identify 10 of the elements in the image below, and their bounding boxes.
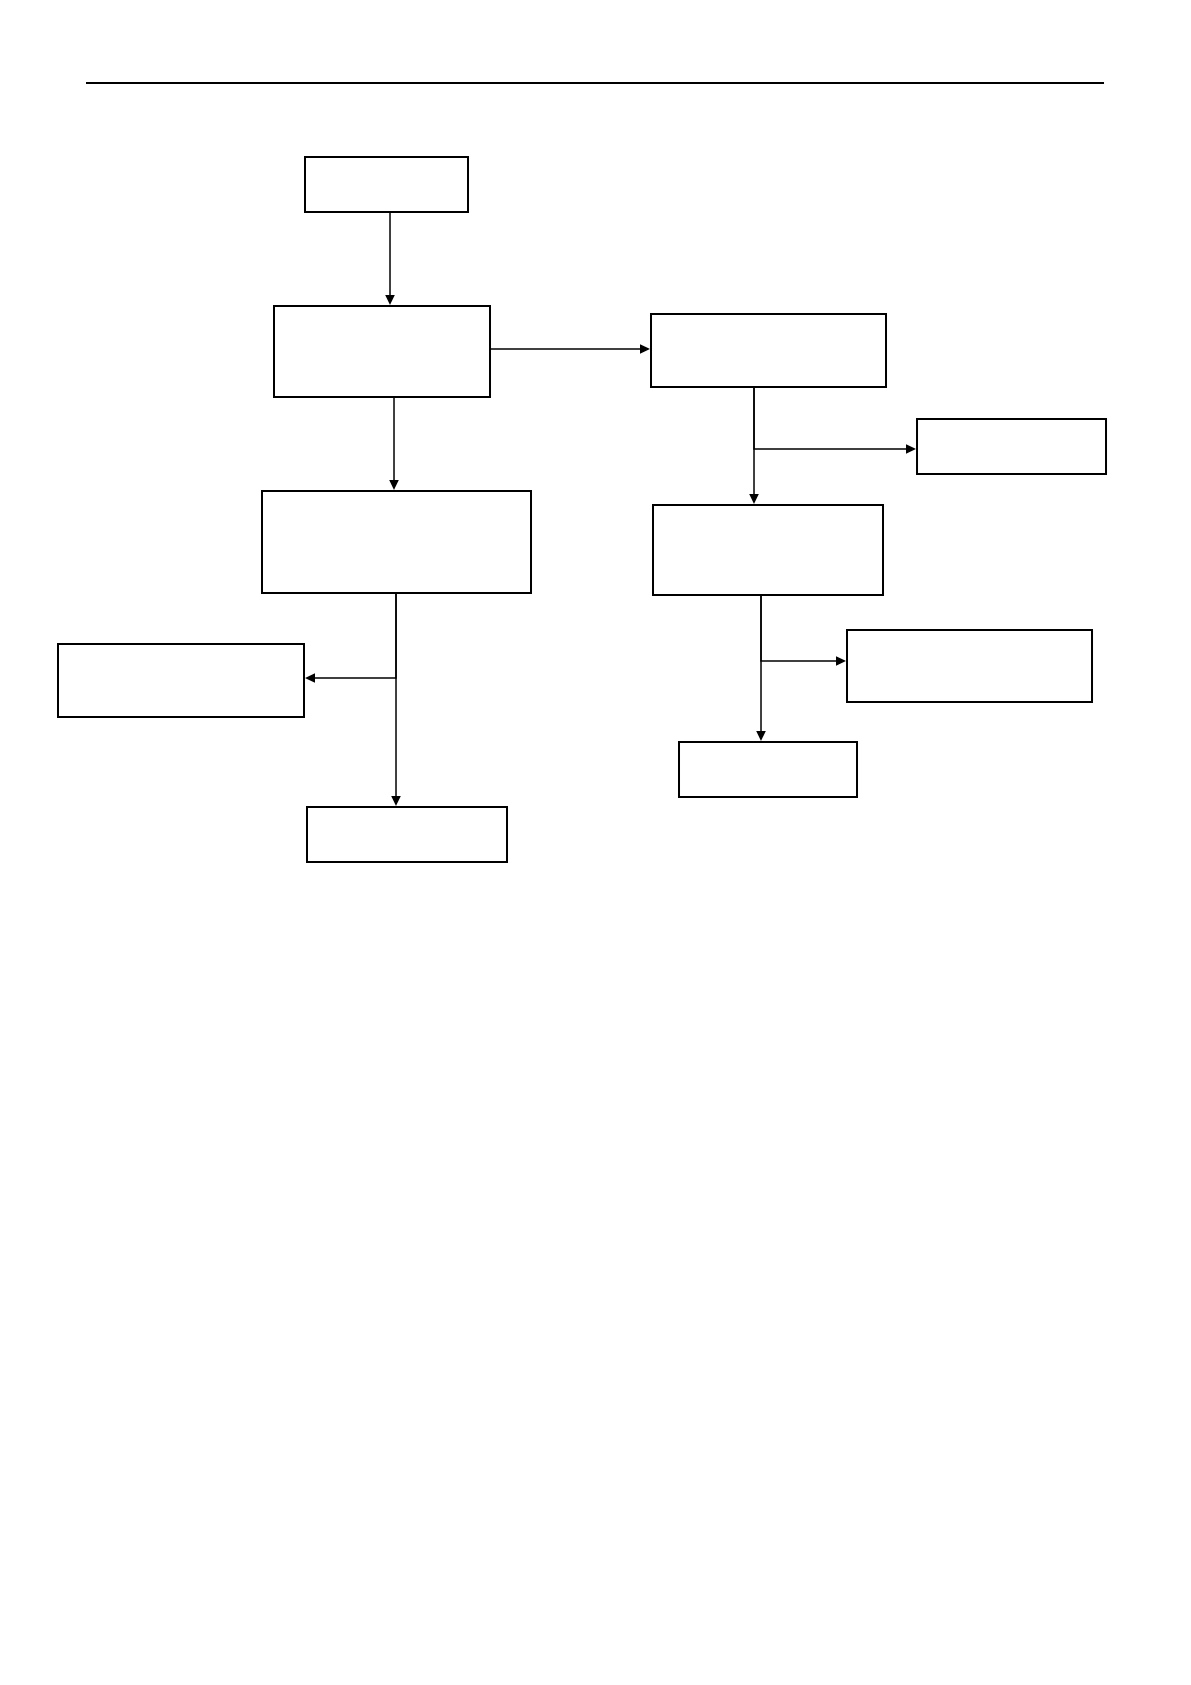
- box: [306, 806, 508, 863]
- box: [57, 643, 305, 718]
- box: [652, 504, 884, 596]
- box: [273, 305, 491, 398]
- box: [916, 418, 1107, 475]
- box: [846, 629, 1093, 703]
- box: [650, 313, 887, 388]
- box: [304, 156, 469, 213]
- box: [261, 490, 532, 594]
- box: [678, 741, 858, 798]
